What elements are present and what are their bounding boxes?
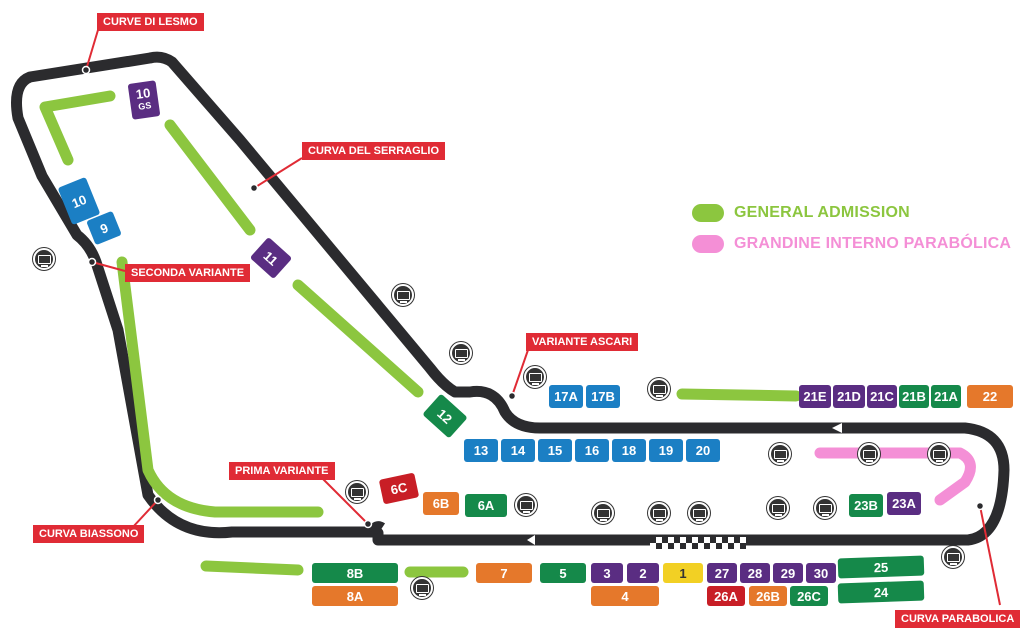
tv-icon xyxy=(942,546,964,568)
legend-label: GENERAL ADMISSION xyxy=(734,204,910,221)
general-admission-swatch xyxy=(692,204,724,222)
stand-26a[interactable]: 26A xyxy=(707,586,745,606)
corner-label-variante-ascari: VARIANTE ASCARI xyxy=(526,333,639,351)
stand-21a[interactable]: 21A xyxy=(931,385,961,408)
direction-arrow-icon xyxy=(100,342,112,352)
stand-19[interactable]: 19 xyxy=(649,439,683,462)
corner-label-parabolica: CURVA PARABOLICA xyxy=(895,610,1021,628)
stand-1[interactable]: 1 xyxy=(663,563,703,583)
general-admission-area xyxy=(200,560,304,576)
tv-icon xyxy=(524,366,546,388)
corner-label-prima-variante: PRIMA VARIANTE xyxy=(229,462,335,480)
tv-icon xyxy=(411,577,433,599)
start-finish-line xyxy=(650,537,746,549)
stand-5[interactable]: 5 xyxy=(540,563,586,583)
stand-2[interactable]: 2 xyxy=(627,563,659,583)
legend-general-admission: GENERAL ADMISSION xyxy=(692,204,910,222)
tv-icon xyxy=(928,443,950,465)
tv-icon xyxy=(814,497,836,519)
stand-8b[interactable]: 8B xyxy=(312,563,398,583)
stand-10gs[interactable]: 10 GS xyxy=(127,80,161,120)
direction-arrow-icon xyxy=(832,423,842,433)
tv-icon xyxy=(648,502,670,524)
stand-25[interactable]: 25 xyxy=(837,555,925,579)
tv-icon xyxy=(33,248,55,270)
stand-6a[interactable]: 6A xyxy=(465,494,507,517)
stand-18[interactable]: 18 xyxy=(612,439,646,462)
tv-icon xyxy=(648,378,670,400)
stand-22[interactable]: 22 xyxy=(967,385,1013,408)
stand-28[interactable]: 28 xyxy=(740,563,770,583)
stand-sublabel: GS xyxy=(137,100,152,112)
stand-26c[interactable]: 26C xyxy=(790,586,828,606)
stand-13[interactable]: 13 xyxy=(464,439,498,462)
stand-17b[interactable]: 17B xyxy=(586,385,620,408)
stand-23a[interactable]: 23A xyxy=(887,492,921,515)
tv-icon xyxy=(515,494,537,516)
tv-icon xyxy=(769,443,791,465)
stand-21d[interactable]: 21D xyxy=(833,385,865,408)
general-admission-area xyxy=(116,256,324,518)
tv-icon xyxy=(592,502,614,524)
direction-arrow-icon xyxy=(527,535,535,545)
stand-29[interactable]: 29 xyxy=(773,563,803,583)
race-track xyxy=(11,51,1010,546)
grandine-interno-parabolica-area xyxy=(814,447,976,506)
corner-label-seconda-variante: SECONDA VARIANTE xyxy=(125,264,251,282)
stand-27[interactable]: 27 xyxy=(707,563,737,583)
grandine-interno-swatch xyxy=(692,235,724,253)
direction-arrow-icon xyxy=(320,253,330,268)
stand-24[interactable]: 24 xyxy=(837,580,925,604)
stand-21c[interactable]: 21C xyxy=(867,385,897,408)
stand-17a[interactable]: 17A xyxy=(549,385,583,408)
stand-3[interactable]: 3 xyxy=(591,563,623,583)
legend-grandine-interno: GRANDINE INTERNO PARABÓLICA xyxy=(692,235,1011,253)
stand-30[interactable]: 30 xyxy=(806,563,836,583)
stand-20[interactable]: 20 xyxy=(686,439,720,462)
stand-7[interactable]: 7 xyxy=(476,563,532,583)
corner-label-lesmo: CURVE DI LESMO xyxy=(97,13,204,31)
corner-label-biassono: CURVA BIASSONO xyxy=(33,525,145,543)
stand-16[interactable]: 16 xyxy=(575,439,609,462)
tv-icon xyxy=(688,502,710,524)
stand-26b[interactable]: 26B xyxy=(749,586,787,606)
stand-21e[interactable]: 21E xyxy=(799,385,831,408)
track-chicane xyxy=(367,521,386,535)
general-admission-area xyxy=(164,119,256,236)
stand-6b[interactable]: 6B xyxy=(423,492,459,515)
general-admission-area xyxy=(292,279,424,398)
legend-label: GRANDINE INTERNO PARABÓLICA xyxy=(734,235,1012,252)
stand-23b[interactable]: 23B xyxy=(849,494,883,517)
tv-icon xyxy=(858,443,880,465)
general-admission-area xyxy=(39,90,116,166)
stand-15[interactable]: 15 xyxy=(538,439,572,462)
corner-label-serraglio: CURVA DEL SERRAGLIO xyxy=(302,142,445,160)
tv-icon xyxy=(346,481,368,503)
tv-icon xyxy=(767,497,789,519)
tv-icon xyxy=(450,342,472,364)
stand-8a[interactable]: 8A xyxy=(312,586,398,606)
stand-21b[interactable]: 21B xyxy=(899,385,929,408)
stand-4[interactable]: 4 xyxy=(591,586,659,606)
tv-icon xyxy=(392,284,414,306)
stand-14[interactable]: 14 xyxy=(501,439,535,462)
general-admission-area xyxy=(676,388,802,402)
